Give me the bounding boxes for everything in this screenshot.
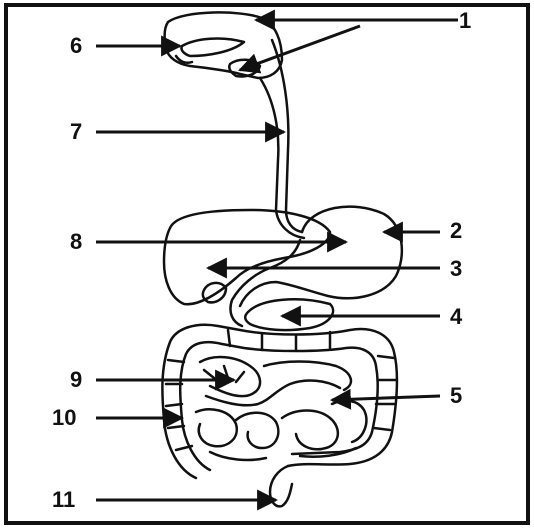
tongue: [181, 39, 244, 56]
label-3: 3: [450, 258, 462, 280]
leader-5: [332, 396, 440, 400]
label-11: 11: [52, 489, 75, 511]
label-4: 4: [450, 306, 462, 328]
label-6: 6: [70, 35, 82, 57]
stomach: [240, 207, 402, 306]
gallbladder: [203, 283, 226, 302]
label-7: 7: [70, 121, 82, 143]
small-intestine: [196, 357, 366, 460]
label-10: 10: [52, 407, 76, 429]
label-1: 1: [459, 10, 471, 32]
label-9: 9: [70, 369, 82, 391]
label-8: 8: [70, 231, 82, 253]
label-5: 5: [450, 385, 462, 407]
leader-1b: [240, 26, 360, 70]
label-2: 2: [450, 220, 462, 242]
